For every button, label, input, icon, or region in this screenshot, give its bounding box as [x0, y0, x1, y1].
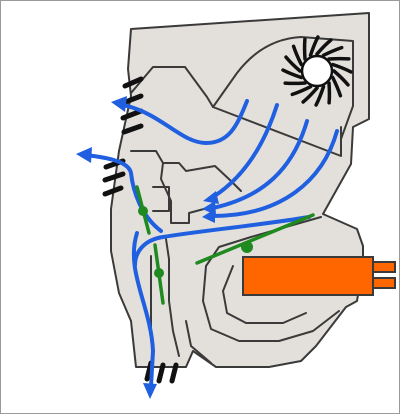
- airflow-paths: [83, 99, 339, 388]
- flap-pivot-icon: [138, 206, 148, 216]
- heater-core-icon: [242, 256, 396, 296]
- bottom-divider: [185, 320, 212, 364]
- lower-chamber-wall: [165, 238, 180, 357]
- fan-blade: [315, 38, 333, 56]
- airflow-floor-duct: [131, 231, 156, 388]
- fan-blade: [321, 45, 344, 58]
- blower-scroll-wall: [212, 36, 354, 140]
- airflow-arrow-icon: [203, 191, 219, 204]
- airflow-middle-stream: [211, 119, 309, 210]
- fan-blade: [284, 55, 302, 73]
- housing-internal-walls: [130, 36, 354, 364]
- heater-core-pipe-lower: [372, 277, 396, 289]
- fan-blade: [330, 62, 353, 74]
- airflow-side-vent: [83, 153, 163, 233]
- airflow-upper-vent: [121, 99, 249, 146]
- upper-divider: [130, 66, 214, 108]
- airflow-arrow-icon: [202, 209, 215, 223]
- fan-blade: [314, 84, 326, 107]
- airflow-arrow-icon: [76, 147, 92, 163]
- airflow-mixing-stream: [133, 215, 311, 267]
- fan-blade: [308, 35, 320, 58]
- flap-pivot-icon: [154, 268, 164, 278]
- flap-pivots: [138, 206, 253, 278]
- fan-blade: [332, 69, 350, 87]
- heater-chamber-inner: [222, 265, 307, 324]
- blower-scroll-inner: [212, 106, 342, 157]
- heater-core-pipe-upper: [372, 261, 396, 273]
- duct-divider-box: [152, 186, 170, 212]
- flap-pivot-icon: [241, 241, 253, 253]
- heater-chamber-wall: [202, 216, 340, 342]
- airflow-arrow-icon: [143, 383, 157, 399]
- airflow-arrow-icon: [111, 96, 127, 112]
- fan-blade: [330, 75, 343, 98]
- temperature-blend-flap: [195, 213, 315, 265]
- heater-core-body: [242, 256, 374, 296]
- fan-blade: [281, 68, 304, 80]
- airflow-upper-stream: [211, 103, 279, 199]
- fan-blade: [301, 86, 319, 104]
- fan-blade: [290, 84, 313, 97]
- airflow-lower-stream: [211, 129, 339, 218]
- fan-blade: [291, 44, 304, 67]
- fan-hub: [300, 54, 334, 88]
- blower-fan-icon: [281, 35, 353, 107]
- duct-divider-left: [130, 150, 216, 224]
- airflow-arrowheads: [76, 96, 219, 399]
